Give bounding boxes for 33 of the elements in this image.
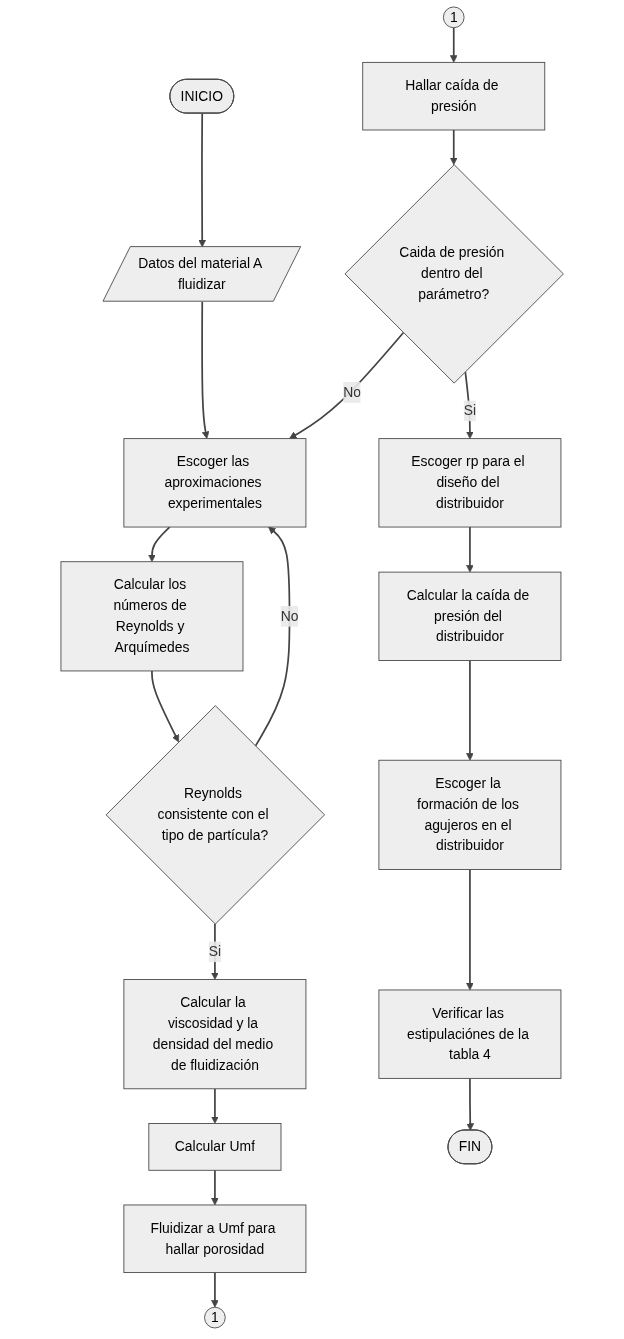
arrow <box>150 670 179 743</box>
arrow <box>201 300 210 439</box>
node-box: Escoger la formación de los agujeros en el distribuidor <box>378 759 562 870</box>
node-circle: 1 <box>203 1306 226 1329</box>
edge-label: Si <box>463 403 476 418</box>
edge-label: Si <box>208 944 221 959</box>
arrow <box>449 26 458 63</box>
arrow <box>254 526 291 747</box>
arrow <box>465 526 474 573</box>
arrow <box>465 868 474 991</box>
node-box: Calcular la caída de presión del distribuidor <box>378 571 562 661</box>
node-circle: 1 <box>442 6 465 29</box>
node-box: Escoger las aproximaciones experimentales <box>123 438 307 528</box>
node-diamond: Caida de presión dentro del parámetro? <box>344 164 564 384</box>
node-box: Fluidizar a Umf para hallar porosidad <box>123 1204 307 1273</box>
arrow <box>148 526 171 563</box>
edge-label: No <box>343 384 361 400</box>
arrow <box>449 129 458 165</box>
edge-label: No <box>280 608 299 624</box>
arrow <box>465 659 474 761</box>
node-box: Calcular los números de Reynolds y Arquímedes <box>60 561 244 672</box>
arrow <box>210 1087 219 1124</box>
node-box: Calcular Umf <box>148 1123 282 1171</box>
node-diamond: Reynolds consistente con el tipo de partícula? <box>105 705 325 925</box>
node-box: Hallar caída de presión <box>362 61 546 131</box>
arrow <box>210 1169 219 1206</box>
node-box: Verificar las estipulaciónes de la tabla 4 <box>378 989 562 1079</box>
arrow <box>210 1271 219 1308</box>
node-box: Escoger rp para el diseño del distribuidor <box>378 438 562 528</box>
arrow <box>466 1077 474 1131</box>
node-box: Calcular la viscosidad y la densidad del medio de fluidización <box>123 979 307 1090</box>
arrow <box>288 331 404 439</box>
arrow <box>198 112 206 248</box>
